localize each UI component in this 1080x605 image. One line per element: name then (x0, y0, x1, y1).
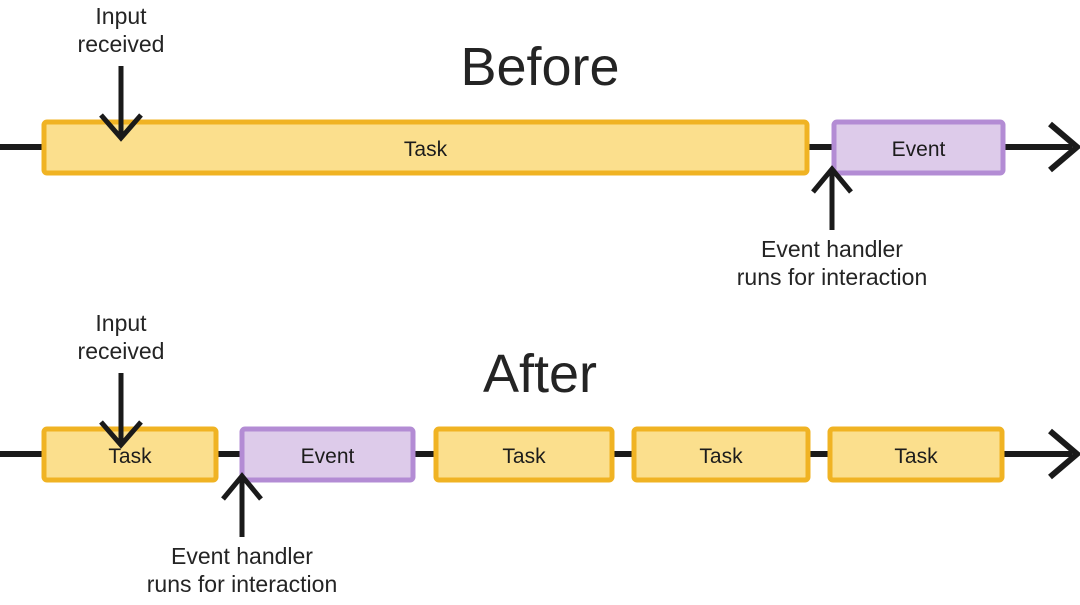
after-handler-annotation-line1: Event handler (171, 543, 313, 569)
before-block-task-label: Task (403, 138, 448, 161)
before-input-annotation-line2: received (77, 31, 165, 58)
before-handler-arrow-group (811, 165, 853, 230)
after-block-task-4-label: Task (894, 445, 938, 468)
before-handler-annotation-line1: Event handler (761, 236, 903, 262)
after-input-annotation: Input received (21, 309, 221, 365)
after-block-event[interactable] (239, 426, 416, 483)
after-block-task-1-label: Task (108, 445, 152, 468)
before-handler-annotation-line2: runs for interaction (736, 264, 928, 291)
section-title-before: Before (460, 37, 620, 97)
before-input-annotation-line1: Input (95, 3, 147, 29)
down-arrow-icon-head (99, 420, 143, 449)
after-input-annotation-line2: received (77, 338, 165, 365)
before-timeline (0, 119, 1080, 176)
after-handler-annotation: Event handler runs for interaction (92, 542, 392, 598)
after-timeline (0, 426, 1080, 483)
timeline-arrow-icon (1048, 428, 1080, 480)
after-block-task-1[interactable] (41, 426, 219, 483)
down-arrow-icon-head (99, 113, 143, 142)
section-title-after: After (482, 344, 598, 404)
timeline-arrow-icon (1048, 121, 1080, 173)
up-arrow-icon-head (221, 472, 263, 501)
after-block-event-label: Event (300, 445, 355, 468)
after-block-task-2[interactable] (433, 426, 615, 483)
up-arrow-icon-head (811, 165, 853, 194)
before-block-task[interactable] (41, 119, 810, 176)
before-input-arrow-group (99, 66, 143, 142)
before-block-event-label: Event (891, 138, 946, 161)
after-block-task-4[interactable] (827, 426, 1005, 483)
before-input-annotation: Input received (21, 2, 221, 58)
after-block-task-3[interactable] (631, 426, 811, 483)
after-block-task-2-label: Task (502, 445, 546, 468)
before-handler-annotation: Event handler runs for interaction (682, 235, 982, 291)
after-handler-arrow-group (221, 472, 263, 537)
before-block-event[interactable] (831, 119, 1006, 176)
after-input-annotation-line1: Input (95, 310, 147, 336)
after-handler-annotation-line2: runs for interaction (146, 571, 338, 598)
after-block-task-3-label: Task (699, 445, 743, 468)
after-input-arrow-group (99, 373, 143, 449)
